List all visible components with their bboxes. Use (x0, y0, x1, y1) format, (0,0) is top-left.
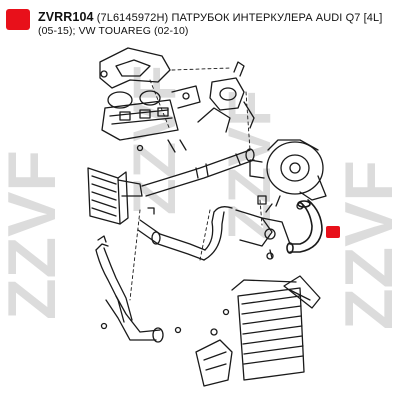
lower-middle-hose (137, 206, 233, 261)
central-connector (235, 203, 291, 260)
part-marker (326, 226, 340, 238)
watermark-center-1: ZZVF (121, 65, 188, 215)
watermark-left-top: ZZVF (0, 150, 70, 320)
highlighted-hose (286, 199, 323, 254)
lower-bracket (195, 328, 233, 387)
valve-assembly (197, 61, 255, 133)
part-code: ZVRR104 (38, 10, 94, 24)
oem-number: (7L6145972H) (96, 12, 169, 24)
upper-charge-pipe (141, 148, 255, 197)
watermark: ZZVF ZZVF ZZVF ZZVF (0, 65, 400, 330)
brand-marker-icon (6, 9, 30, 30)
left-intercooler (87, 167, 143, 225)
title-line-1: ZVRR104 (7L6145972H) ПАТРУБОК ИНТЕРКУЛЕР… (38, 10, 382, 24)
small-hardware (97, 144, 304, 334)
watermark-right: ZZVF (331, 160, 400, 330)
title-line-2: (05-15); VW TOUAREG (02-10) (38, 25, 189, 37)
header: ZVRR104 (7L6145972H) ПАТРУБОК ИНТЕРКУЛЕР… (0, 0, 400, 42)
lower-left-hose (95, 243, 164, 343)
diagram-lines (87, 47, 327, 387)
description-line-1: ПАТРУБОК ИНТЕРКУЛЕРА AUDI Q7 [4L] (171, 12, 383, 24)
bottom-intercooler (231, 275, 321, 381)
turbocharger (249, 139, 327, 207)
leader-lines (129, 67, 263, 301)
intake-manifold (99, 47, 201, 153)
description-line-2: (05-15); VW TOUAREG (02-10) (38, 25, 189, 37)
